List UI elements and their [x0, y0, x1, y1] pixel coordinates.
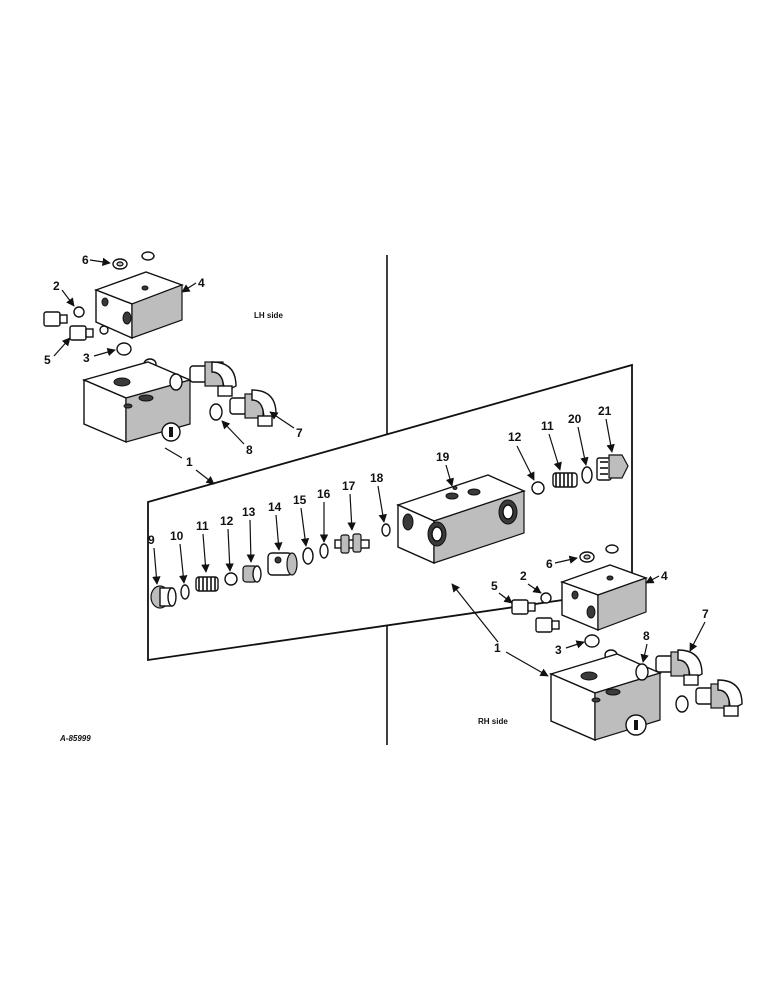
- lh-block-1: [81, 361, 193, 444]
- lh-washer-2: [73, 306, 85, 318]
- part-16-ring: [319, 543, 329, 559]
- part-9-plug: [150, 585, 177, 609]
- lh-callouts: 6 2 4 5 3 7 8 1 LH side: [44, 253, 303, 485]
- callout-10: 10: [170, 529, 184, 543]
- lh-side-label: LH side: [254, 311, 283, 320]
- center-callouts: 9 10 11 12 13 14 15 16 17 18 19 12 11 20…: [148, 404, 615, 585]
- callout-14: 14: [268, 500, 282, 514]
- rh-oring-8b: [675, 695, 689, 713]
- rh-block-4: [559, 564, 649, 632]
- callout-lh-7: 7: [296, 426, 303, 440]
- callout-12-right: 12: [508, 430, 522, 444]
- part-10-washer: [180, 584, 190, 600]
- rh-nut-6: [579, 544, 619, 563]
- callout-rh-5: 5: [491, 579, 498, 593]
- callout-20: 20: [568, 412, 582, 426]
- part-20-washer: [581, 466, 593, 484]
- callout-rh-3: 3: [555, 643, 562, 657]
- part-18-ring: [381, 523, 391, 537]
- lh-nut-6: [112, 251, 155, 270]
- callout-11-right: 11: [541, 419, 554, 433]
- part-19-valve-body: [396, 474, 526, 565]
- rh-plug-5: [511, 599, 560, 633]
- lh-block-4: [94, 271, 185, 340]
- callout-lh-3: 3: [83, 351, 90, 365]
- part-11-spring-right: [552, 472, 578, 488]
- rh-callouts: 6 4 5 2 3 7 8 1 RH side: [451, 555, 709, 726]
- callout-rh-8: 8: [643, 629, 650, 643]
- lh-plug-5: [43, 311, 94, 341]
- rh-oring-8a: [635, 663, 649, 681]
- rh-washer-3: [584, 634, 600, 648]
- callout-lh-4: 4: [198, 276, 205, 290]
- callout-rh-7: 7: [702, 607, 709, 621]
- rh-elbow-7b: [695, 679, 743, 717]
- callout-12: 12: [220, 514, 234, 528]
- lh-washer-3: [116, 342, 132, 356]
- part-15-ring: [302, 547, 314, 565]
- lh-elbow-7b: [229, 389, 277, 427]
- callout-15: 15: [293, 493, 307, 507]
- rh-washer-2: [540, 592, 552, 604]
- drawing-code-label: A-85999: [59, 734, 91, 743]
- rh-block-1: [548, 653, 662, 742]
- callout-lh-8: 8: [246, 443, 253, 457]
- center-parts: [150, 454, 629, 609]
- callout-lh-1: 1: [186, 455, 193, 469]
- callout-lh-5: 5: [44, 353, 51, 367]
- callout-9: 9: [148, 533, 155, 547]
- part-13-seat: [242, 565, 262, 583]
- rh-side-assembly: [511, 544, 743, 742]
- callout-rh-4: 4: [661, 569, 668, 583]
- callout-rh-1: 1: [494, 641, 501, 655]
- callout-rh-6: 6: [546, 557, 553, 571]
- rh-side-label: RH side: [478, 717, 508, 726]
- part-17-spool: [334, 533, 370, 554]
- part-14-sleeve: [267, 552, 298, 576]
- lh-oring-8b: [209, 403, 223, 421]
- callout-lh-2: 2: [53, 279, 60, 293]
- callout-lh-6: 6: [82, 253, 89, 267]
- callout-19: 19: [436, 450, 450, 464]
- rh-elbow-7a: [655, 649, 703, 686]
- callout-rh-2: 2: [520, 569, 527, 583]
- part-11-spring: [195, 576, 219, 592]
- lh-elbow-7a: [189, 361, 237, 397]
- lh-oring-8a: [169, 373, 183, 391]
- callout-11: 11: [196, 519, 209, 533]
- part-21-plug: [596, 454, 629, 481]
- callout-13: 13: [242, 505, 256, 519]
- part-12-ball: [224, 572, 238, 586]
- lh-side-assembly: [43, 251, 277, 444]
- callout-16: 16: [317, 487, 331, 501]
- callout-21: 21: [598, 404, 612, 418]
- callout-18: 18: [370, 471, 384, 485]
- callout-17: 17: [342, 479, 356, 493]
- lh-washer-small: [99, 325, 109, 335]
- part-12-ball-right: [531, 481, 545, 495]
